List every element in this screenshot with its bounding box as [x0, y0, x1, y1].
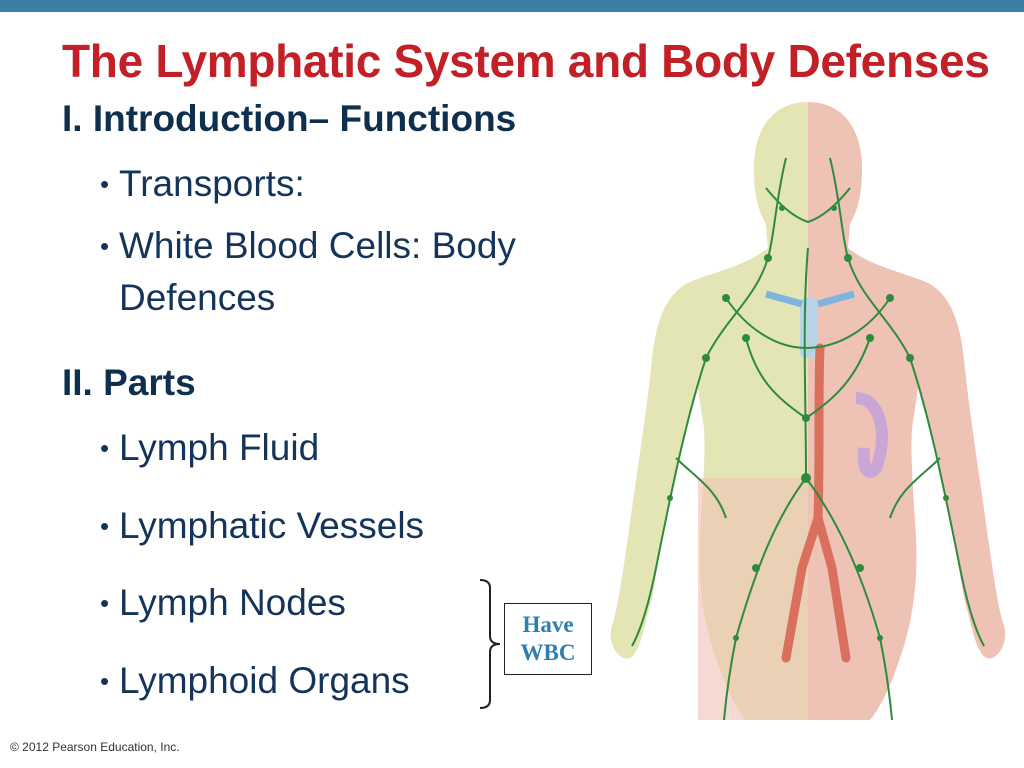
right-brace-icon — [479, 579, 501, 709]
bullet-text: Lymph Fluid — [119, 427, 320, 468]
callout-line-2: WBC — [520, 640, 576, 665]
callout-line-1: Have — [522, 612, 574, 637]
lymph-node-dots — [667, 205, 949, 641]
section-heading-parts: II. Parts — [62, 362, 196, 403]
slide-title: The Lymphatic System and Body Defenses — [62, 35, 990, 87]
bullet-text: Lymphatic Vessels — [119, 505, 425, 546]
trachea-shape — [800, 298, 818, 358]
top-accent-bar — [0, 0, 1024, 12]
lymphatic-system-anatomy-icon — [610, 102, 1006, 720]
bullet-text: White Blood Cells: Body Defences — [119, 225, 516, 318]
bullet-white-blood-cells: • White Blood Cells: Body Defences — [100, 220, 580, 324]
copyright-notice: © 2012 Pearson Education, Inc. — [10, 740, 180, 754]
aorta-shape — [781, 343, 851, 663]
bullet-dot: • — [100, 511, 110, 541]
section-heading-introduction: I. Introduction– Functions — [62, 98, 517, 139]
spleen-shape — [855, 392, 888, 478]
body-silhouette — [610, 102, 1006, 720]
bullet-lymph-nodes: • Lymph Nodes — [100, 577, 346, 629]
lymph-vessel-network — [631, 157, 985, 720]
subclavian-veins — [765, 290, 855, 308]
bullet-transports: • Transports: — [100, 158, 305, 210]
bullet-text: Lymphoid Organs — [119, 660, 410, 701]
bullet-dot: • — [100, 666, 110, 696]
bullet-text: Transports: — [119, 163, 305, 204]
bullet-dot: • — [100, 433, 110, 463]
bullet-lymphoid-organs: • Lymphoid Organs — [100, 655, 410, 707]
bullet-text: Lymph Nodes — [119, 582, 346, 623]
bullet-lymph-fluid: • Lymph Fluid — [100, 422, 319, 474]
have-wbc-callout: Have WBC — [504, 603, 592, 675]
bullet-lymphatic-vessels: • Lymphatic Vessels — [100, 500, 424, 552]
bullet-dot: • — [100, 588, 110, 618]
bullet-dot: • — [100, 231, 110, 261]
bullet-dot: • — [100, 169, 110, 199]
